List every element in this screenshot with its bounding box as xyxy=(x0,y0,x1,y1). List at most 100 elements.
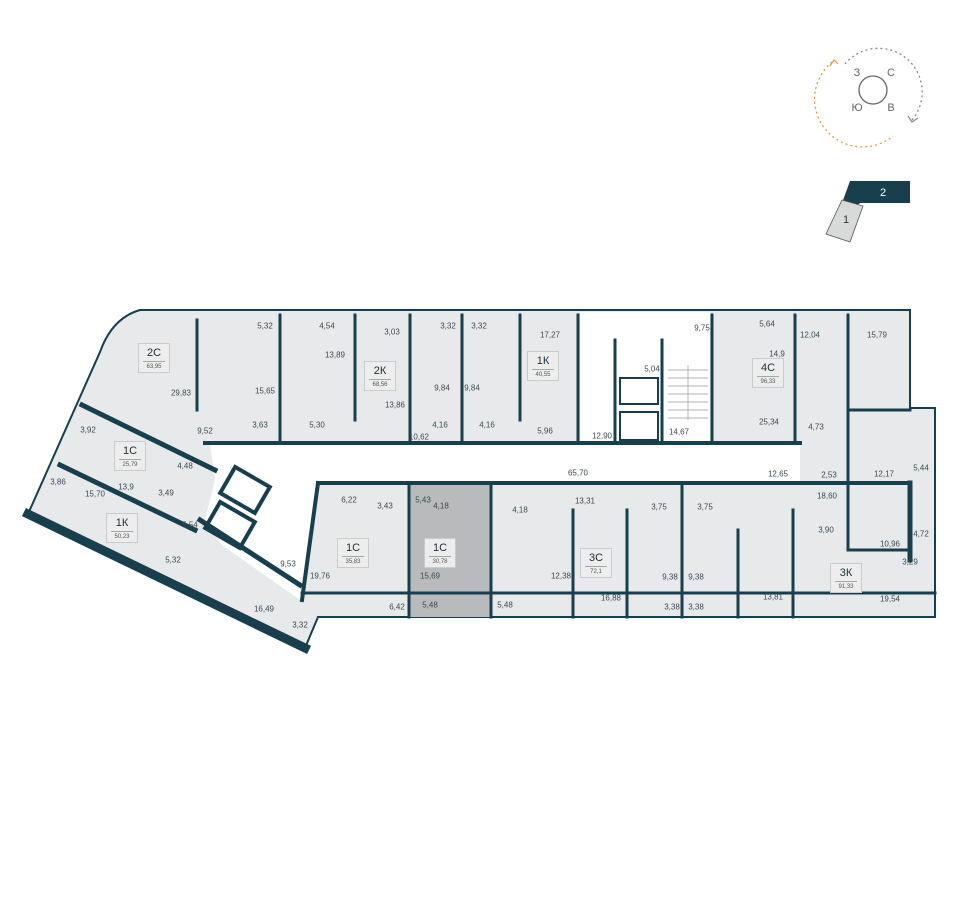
room-area-label: 9,38 xyxy=(688,572,704,582)
room-area-label: 12,90 xyxy=(591,431,613,441)
room-area-label: 15,79 xyxy=(866,330,888,340)
apartment-type: 2К xyxy=(369,365,391,380)
apartment-area: 96,33 xyxy=(760,379,776,385)
room-area-label: 12,04 xyxy=(799,330,821,340)
apartment-badge[interactable]: 1К 40,55 xyxy=(527,351,559,381)
room-area-label: 13,31 xyxy=(574,496,596,506)
room-area-label: 9,75 xyxy=(694,323,710,333)
room-area-label: 3,92 xyxy=(80,425,96,435)
room-area-label: 19,54 xyxy=(879,594,901,604)
room-area-label: 5,30 xyxy=(309,420,325,430)
apartment-area: 25,79 xyxy=(122,462,138,468)
compass-icon xyxy=(813,47,923,148)
apartment-type: 1К xyxy=(111,517,133,532)
apartment-area: 72,1 xyxy=(590,569,602,575)
room-area-label: 5,32 xyxy=(257,321,273,331)
compass-west: З xyxy=(853,67,861,79)
apartment-badge[interactable]: 1С 30,78 xyxy=(424,538,456,568)
apartment-type: 2С xyxy=(143,347,165,362)
room-area-label: 4,73 xyxy=(808,422,824,432)
room-area-label: 9,53 xyxy=(280,559,296,569)
room-area-label: 14,67 xyxy=(668,427,690,437)
room-area-label: 12,65 xyxy=(767,469,789,479)
room-area-label: 13,89 xyxy=(324,350,346,360)
room-area-label: 3,43 xyxy=(377,501,393,511)
room-area-label: 15,69 xyxy=(419,571,441,581)
room-area-label: 15,65 xyxy=(254,386,276,396)
room-area-label: 5,32 xyxy=(165,555,181,565)
room-area-label: 3,38 xyxy=(664,602,680,612)
room-area-label: 5,04 xyxy=(644,364,660,374)
room-area-label: 12,38 xyxy=(550,571,572,581)
room-area-label: 3,86 xyxy=(50,477,66,487)
room-area-label: 5,64 xyxy=(759,319,775,329)
apartment-area: 50,23 xyxy=(114,534,130,540)
apartment-area: 30,78 xyxy=(432,559,448,565)
room-area-label: 4,18 xyxy=(512,505,528,515)
room-area-label: 4,54 xyxy=(319,321,335,331)
compass-east: В xyxy=(887,102,895,114)
room-area-label: 5,54 xyxy=(182,520,198,530)
room-area-label: 3,32 xyxy=(440,321,456,331)
room-area-label: 3,03 xyxy=(384,327,400,337)
room-area-label: 4,48 xyxy=(177,461,193,471)
compass-south: Ю xyxy=(851,102,863,114)
apartment-badge[interactable]: 1К 50,23 xyxy=(106,513,138,543)
room-area-label: 5,48 xyxy=(422,600,438,610)
room-area-label: 6,22 xyxy=(341,495,357,505)
room-area-label: 17,27 xyxy=(539,330,561,340)
room-area-label: 4,16 xyxy=(432,420,448,430)
room-area-label: 3,38 xyxy=(688,602,704,612)
room-area-label: 3,32 xyxy=(292,620,308,630)
room-area-label: 25,34 xyxy=(758,417,780,427)
apartment-type: 4С xyxy=(757,362,779,377)
room-area-label: 65,70 xyxy=(567,468,589,478)
room-area-label: 18,60 xyxy=(816,491,838,501)
compass-north: С xyxy=(887,67,895,79)
room-area-label: 5,43 xyxy=(415,495,431,505)
room-area-label: 10,96 xyxy=(879,539,901,549)
room-area-label: 4,16 xyxy=(479,420,495,430)
apartment-badge[interactable]: 1С 25,79 xyxy=(114,441,146,471)
apartment-type: 1С xyxy=(429,542,451,557)
room-area-label: 13,9 xyxy=(118,482,134,492)
key-plan xyxy=(825,181,910,243)
room-area-label: 5,48 xyxy=(497,600,513,610)
walls xyxy=(21,313,937,655)
room-area-label: 14,9 xyxy=(769,349,785,359)
room-area-label: 13,81 xyxy=(762,592,784,602)
room-area-label: 9,84 xyxy=(464,383,480,393)
room-area-label: 2,53 xyxy=(821,470,837,480)
apartment-type: 1С xyxy=(119,445,141,460)
room-area-label: 6,42 xyxy=(389,602,405,612)
apartment-badge[interactable]: 4С 96,33 xyxy=(752,358,784,388)
room-area-label: 9,52 xyxy=(197,426,213,436)
room-area-label: 3,90 xyxy=(818,525,834,535)
key-plan-section-1[interactable]: 1 xyxy=(842,214,850,226)
room-area-label: 16,88 xyxy=(600,593,622,603)
room-area-label: 3,32 xyxy=(471,321,487,331)
stair-icon xyxy=(668,365,708,420)
apartment-type: 1К xyxy=(532,355,554,370)
room-area-label: 29,83 xyxy=(170,388,192,398)
room-area-label: 10,62 xyxy=(408,432,430,442)
room-area-label: 3,75 xyxy=(697,502,713,512)
room-area-label: 3,29 xyxy=(902,557,918,567)
key-plan-section-2[interactable]: 2 xyxy=(879,187,887,199)
room-area-label: 5,96 xyxy=(537,426,553,436)
room-area-label: 9,84 xyxy=(434,383,450,393)
room-area-label: 4,18 xyxy=(433,501,449,511)
room-area-label: 5,44 xyxy=(913,463,929,473)
room-area-label: 19,76 xyxy=(309,571,331,581)
apartment-area: 40,55 xyxy=(535,372,551,378)
room-area-label: 16,49 xyxy=(253,604,275,614)
apartment-area: 91,33 xyxy=(838,584,854,590)
room-area-label: 9,38 xyxy=(662,572,678,582)
